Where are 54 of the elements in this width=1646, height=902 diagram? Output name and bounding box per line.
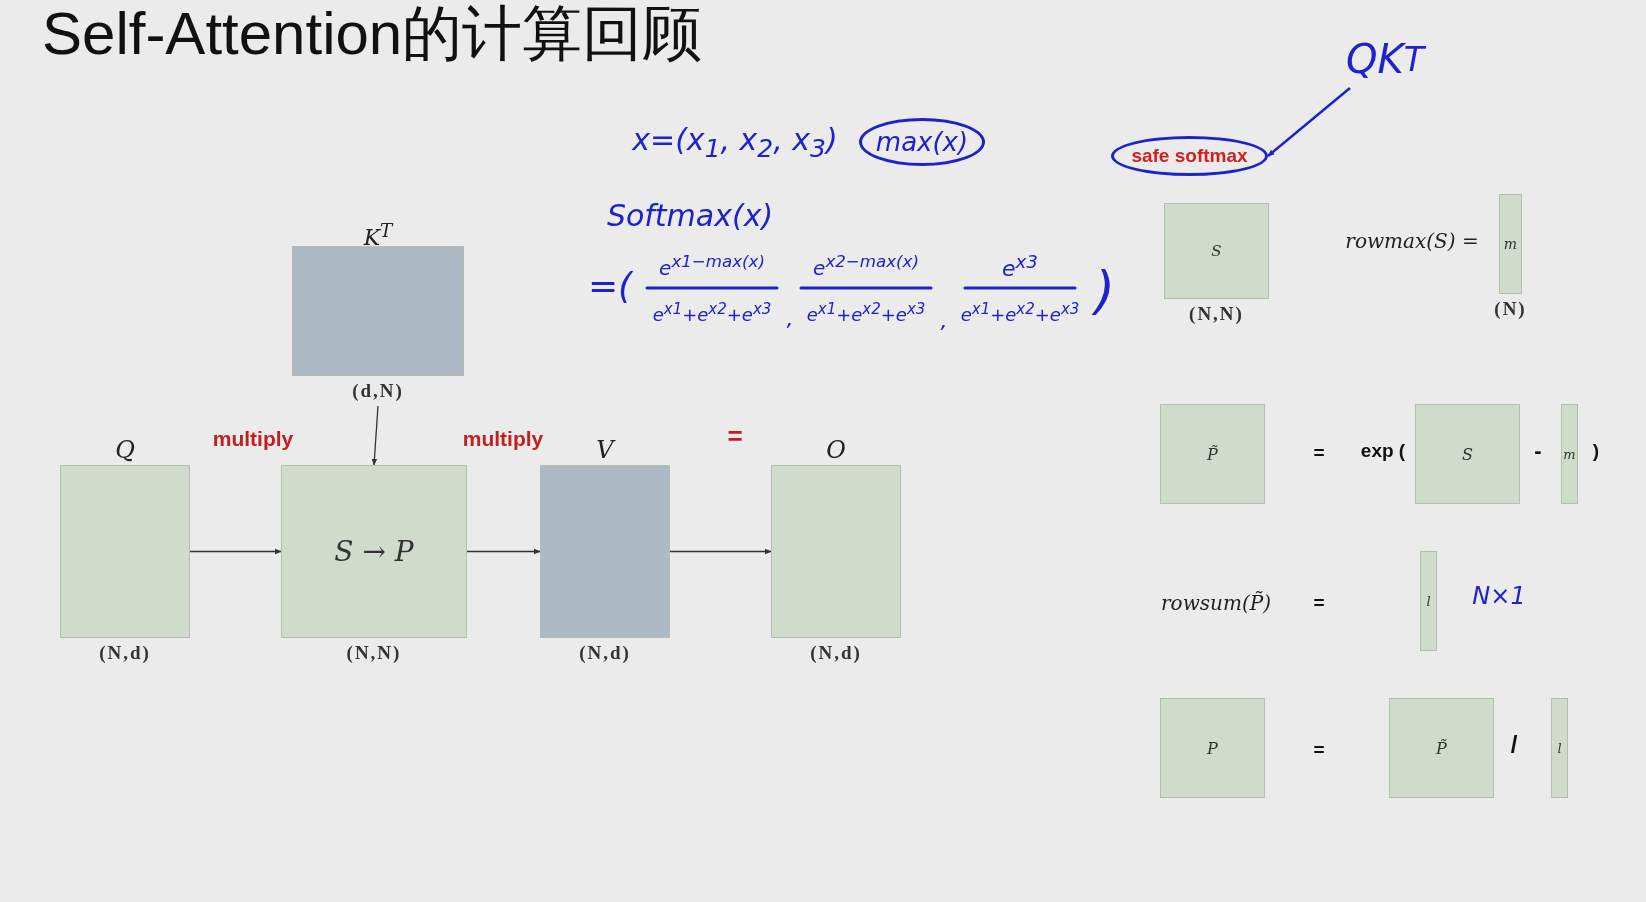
division-sign: / (1510, 731, 1518, 759)
matrix-label: l (1426, 593, 1431, 609)
matrix-label: Q (115, 435, 135, 465)
operation-label: multiply (462, 427, 544, 451)
handwritten-formula: e$^{x1}$+e$^{x2}$+e$^{x3}$ (960, 299, 1080, 325)
matrix-label: S → P (334, 535, 414, 568)
matrix-label: K$^{T}$ (363, 219, 393, 246)
minus-sign: - (1534, 438, 1542, 464)
dimension-label: (N,d) (579, 641, 631, 665)
circled-text: max(x) (859, 118, 985, 166)
operation-label: multiply (212, 427, 294, 451)
handwritten-note: , (786, 305, 794, 331)
formula-text: ) (1592, 440, 1600, 462)
handwritten-note: N×1 (1472, 582, 1526, 610)
matrix-label: l (1557, 740, 1562, 756)
arrow (189, 548, 282, 555)
matrix-label: S (1462, 444, 1473, 464)
handwritten-formula: e$^{x2−max(x)}$ (813, 252, 919, 280)
matrix-label: V (596, 435, 614, 465)
equals-sign: = (727, 420, 743, 452)
slide-title: Self-Attention的计算回顾 (42, 0, 703, 69)
handwritten-note: , (940, 307, 948, 333)
formula-text: exp ( (1360, 440, 1406, 462)
dimension-label: (N,N) (346, 641, 402, 665)
handwritten-note: ) (1094, 260, 1116, 320)
handwritten-note: x=(x$_{1}$, x$_{2}$, x$_{3}$) (632, 121, 838, 163)
handwritten-formula: e$^{x1}$+e$^{x2}$+e$^{x3}$ (806, 299, 926, 325)
dimension-label: (N,d) (99, 641, 151, 665)
handwritten-formula: e$^{x1}$+e$^{x2}$+e$^{x3}$ (652, 299, 772, 325)
arrow (1267, 87, 1351, 157)
handwritten-note: Softmax(x) (606, 197, 774, 233)
arrow (466, 548, 541, 555)
arrow (669, 548, 772, 555)
handwritten-formula: e$^{x1−max(x)}$ (659, 252, 765, 280)
equals-sign: = (1313, 442, 1325, 464)
matrix-label: m (1563, 446, 1576, 462)
matrix-label: P̃ (1436, 738, 1447, 758)
matrix-label: m (1503, 236, 1518, 252)
matrix-label: P (1207, 738, 1218, 758)
dimension-label: (d,N) (352, 379, 404, 403)
equals-sign: = (1313, 592, 1325, 614)
matrix-label: S (1211, 242, 1222, 260)
dimension-label: (N,d) (810, 641, 862, 665)
handwritten-formula: e$^{x3}$ (1001, 250, 1039, 282)
matrix-label: P̃ (1207, 444, 1218, 464)
matrix-label: O (826, 435, 846, 465)
handwritten-note: =( (587, 264, 633, 306)
circled-text: safe softmax (1111, 136, 1268, 176)
formula-text: rowsum(P̃) (1161, 591, 1271, 615)
formula-text: rowmax(S) = (1345, 229, 1479, 253)
dimension-label: (N) (1494, 297, 1527, 321)
dimension-label: (N,N) (1189, 302, 1244, 326)
equals-sign: = (1313, 739, 1325, 761)
arrow (371, 405, 379, 466)
